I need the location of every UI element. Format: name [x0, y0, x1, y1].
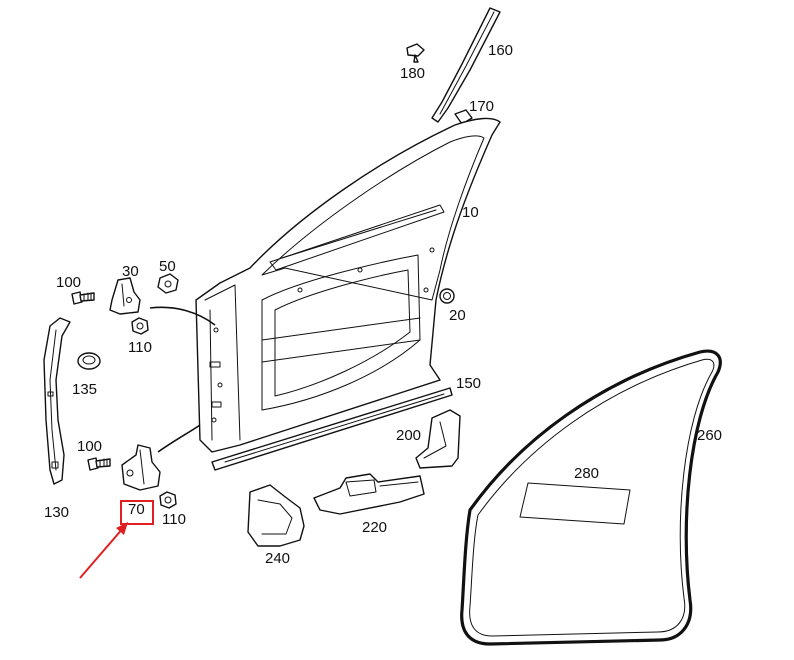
part-100-bolt-lower[interactable] [87, 457, 111, 471]
part-160-frame-trim[interactable] [431, 7, 501, 123]
label-220: 220 [362, 519, 387, 536]
part-180-screw[interactable] [406, 43, 425, 63]
part-110-nut-upper[interactable] [131, 317, 149, 335]
highlight-arrow-icon [79, 522, 128, 579]
label-100-upper: 100 [56, 274, 81, 291]
label-70: 70 [128, 501, 145, 518]
label-170: 170 [469, 98, 494, 115]
label-50: 50 [159, 258, 176, 275]
label-130: 130 [44, 504, 69, 521]
part-280-insulation-pad[interactable] [519, 482, 631, 525]
leader-upper-hinge [149, 306, 216, 326]
part-240-foam-block[interactable] [247, 484, 305, 547]
part-150-sill-strip[interactable] [211, 387, 453, 471]
label-20: 20 [449, 307, 466, 324]
part-30-upper-hinge[interactable] [109, 277, 141, 315]
label-10: 10 [462, 204, 479, 221]
label-110-upper: 110 [128, 339, 152, 356]
part-135-grommet[interactable] [77, 352, 101, 370]
label-180: 180 [400, 65, 425, 82]
label-240: 240 [265, 550, 290, 567]
label-100-lower: 100 [77, 438, 102, 455]
label-160: 160 [488, 42, 513, 59]
label-150: 150 [456, 375, 481, 392]
part-100-bolt-upper[interactable] [71, 291, 95, 305]
label-200: 200 [396, 427, 421, 444]
label-260: 260 [697, 427, 722, 444]
leader-lower-hinge [157, 424, 201, 453]
part-50-nut[interactable] [157, 273, 179, 294]
part-130-hinge-cover[interactable] [43, 317, 71, 485]
part-110-nut-lower[interactable] [159, 491, 177, 509]
part-200-bracket[interactable] [415, 409, 461, 469]
part-220-foam-block[interactable] [313, 473, 425, 515]
part-70-lower-hinge[interactable] [121, 444, 161, 491]
part-10-door-shell[interactable] [195, 117, 501, 453]
label-280: 280 [574, 465, 599, 482]
label-110-lower: 110 [162, 511, 186, 528]
label-30: 30 [122, 263, 139, 280]
highlight-box-70 [120, 500, 154, 525]
part-20-grommet[interactable] [439, 288, 455, 304]
part-260-door-seal[interactable] [460, 349, 722, 646]
label-135: 135 [72, 381, 97, 398]
